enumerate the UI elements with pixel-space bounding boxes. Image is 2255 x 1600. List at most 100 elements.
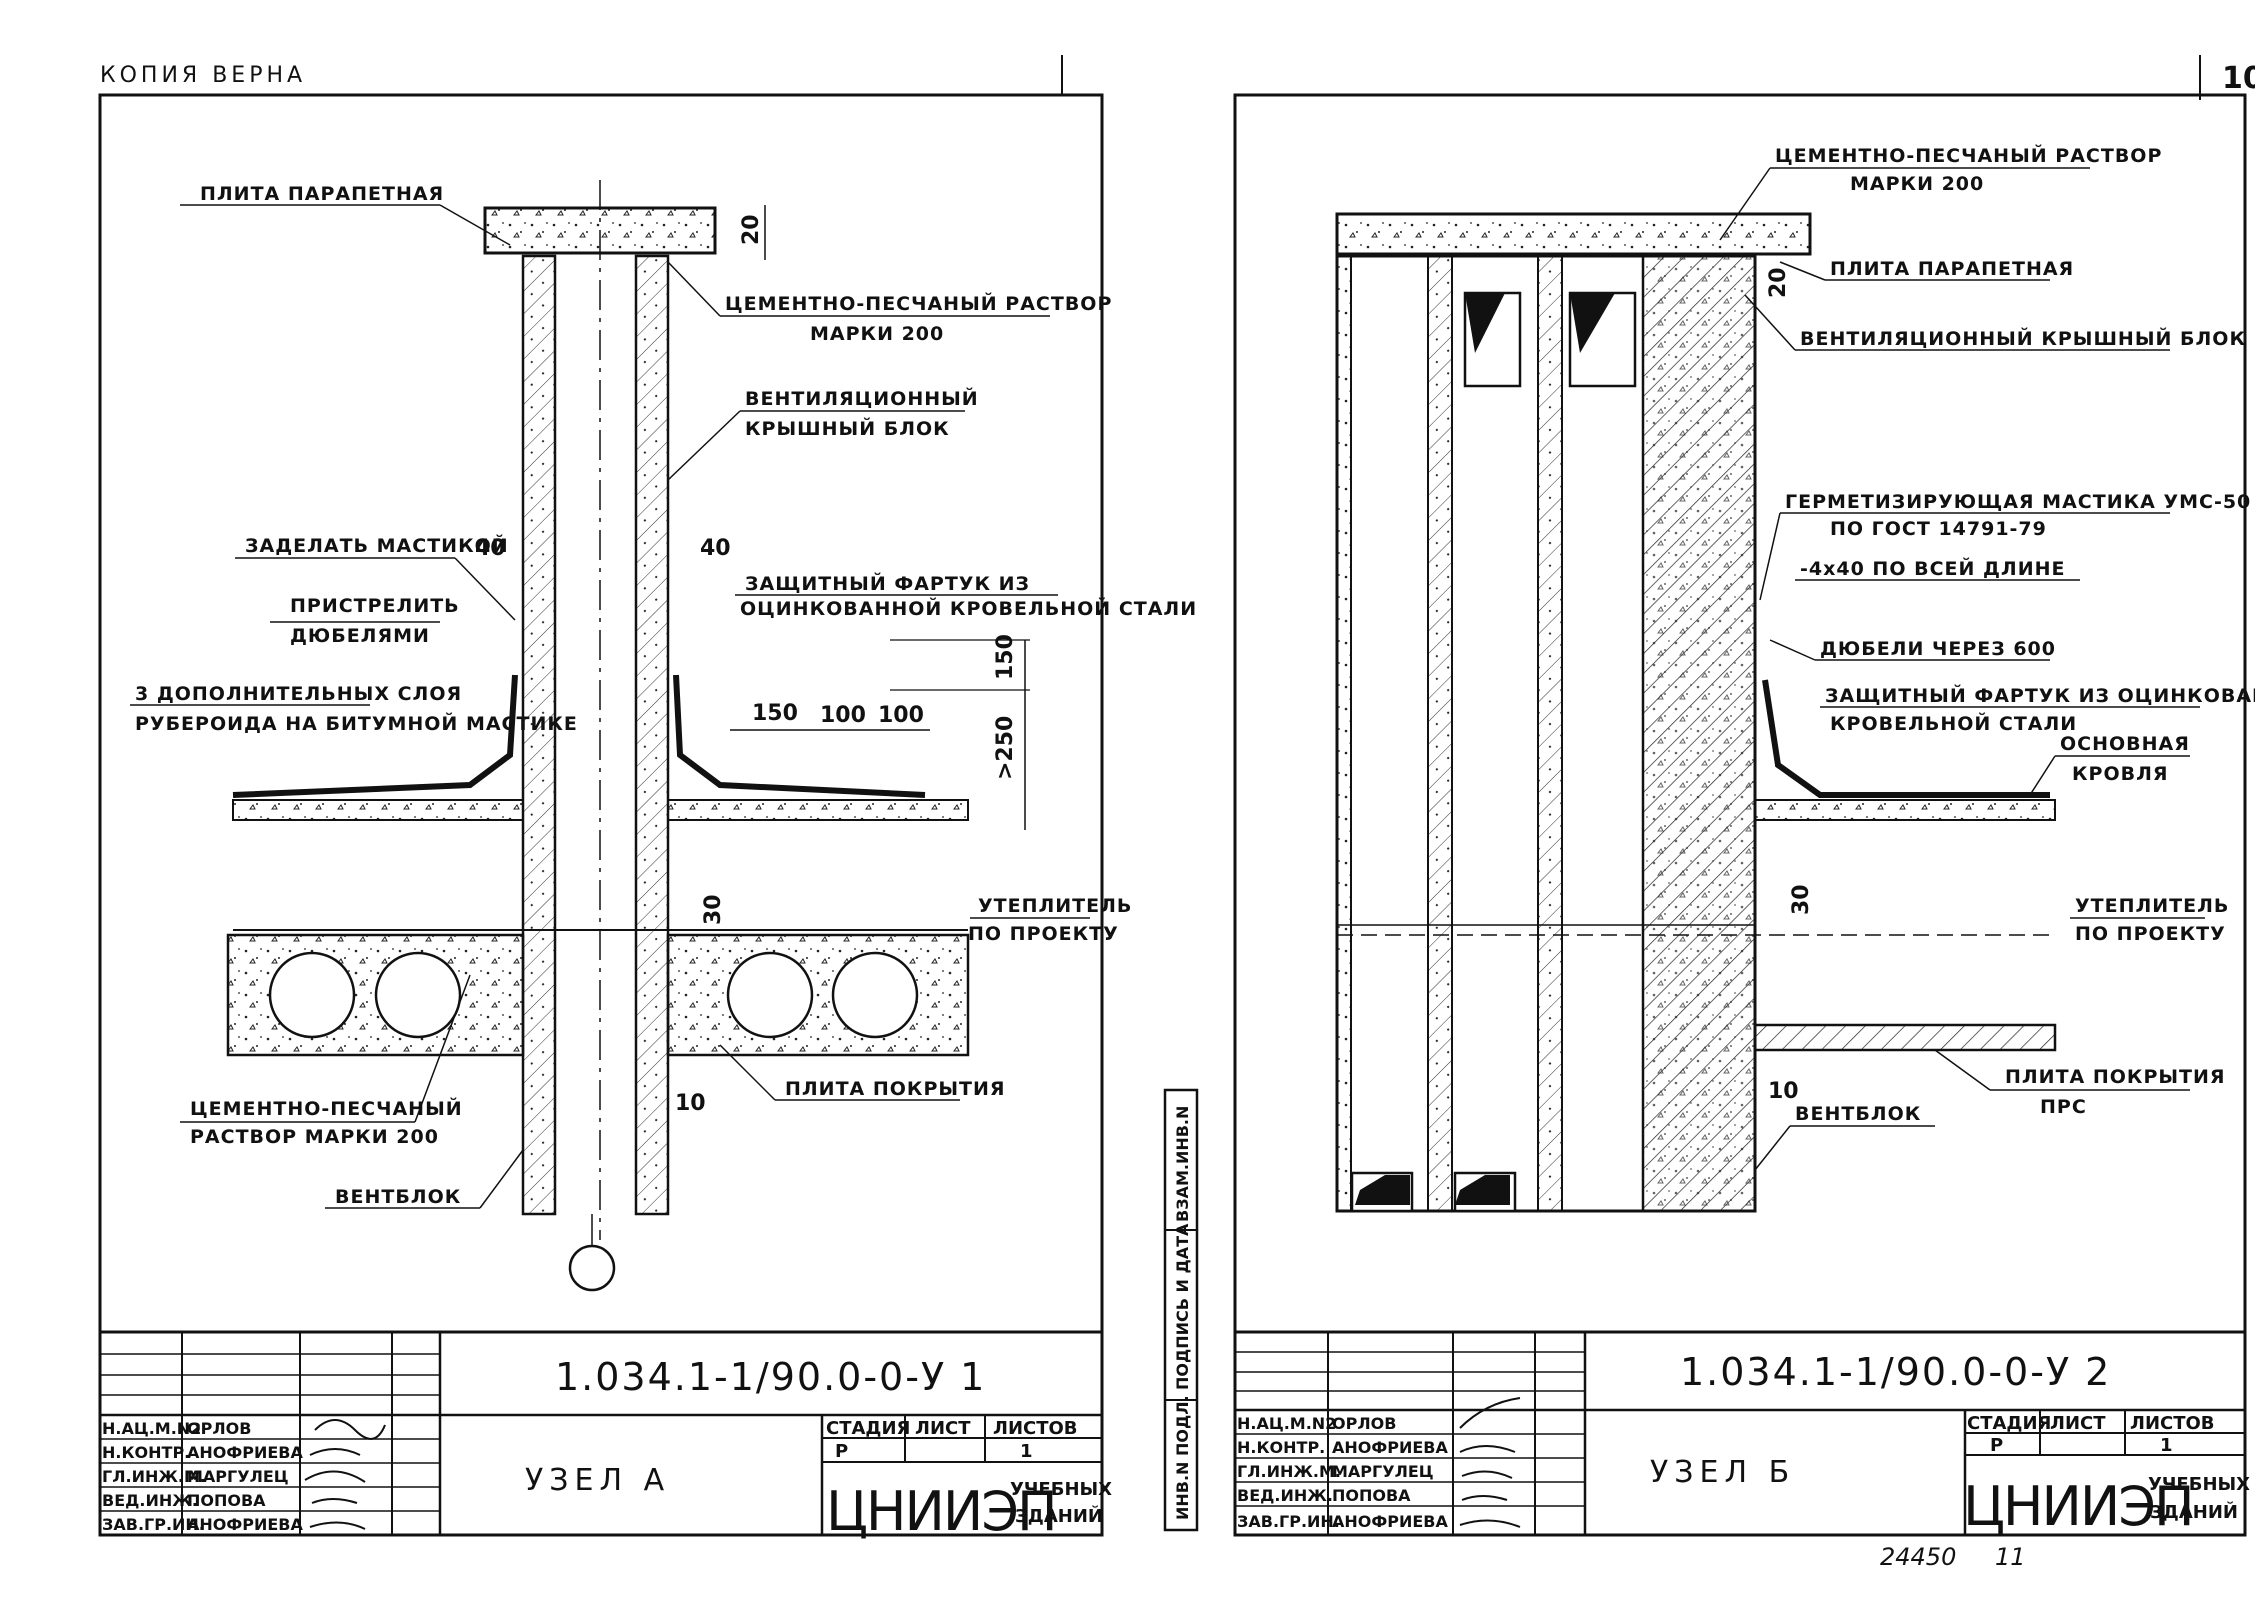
right-label-apron-2: КРОВЕЛЬНОЙ СТАЛИ bbox=[1830, 712, 2077, 735]
left-label-insulation-2: ПО ПРОЕКТУ bbox=[968, 923, 1119, 945]
left-role-0: Н.АЦ.М.N2 bbox=[102, 1419, 201, 1438]
left-vent-wall-left bbox=[521, 254, 557, 1216]
left-label-ventblock: ВЕНТБЛОК bbox=[335, 1186, 461, 1208]
left-label-mortar-2a: ЦЕМЕНТНО-ПЕСЧАНЫЙ bbox=[190, 1097, 463, 1120]
right-org-sub-1: УЧЕБНЫХ bbox=[2148, 1474, 2250, 1495]
left-vent-wall-right bbox=[634, 254, 670, 1216]
page-number: 10 bbox=[2222, 61, 2255, 96]
right-label-mortar-b: МАРКИ 200 bbox=[1850, 173, 1984, 195]
right-dim-30: 30 bbox=[1789, 884, 1814, 915]
left-label-insulation-1: УТЕПЛИТЕЛЬ bbox=[978, 895, 1132, 917]
right-title-block: 1.034.1-1/90.0-0-У 2 УЗЕЛ Б СТАДИЯ ЛИСТ … bbox=[1233, 1330, 2250, 1538]
right-screed bbox=[1754, 799, 2056, 821]
right-label-mastic-2: ПО ГОСТ 14791-79 bbox=[1830, 518, 2047, 540]
right-label-roof-slab-2: ПРС bbox=[2040, 1096, 2087, 1118]
right-role-3: ВЕД.ИНЖ. bbox=[1237, 1486, 1333, 1505]
left-stage-value: Р bbox=[835, 1441, 848, 1462]
left-dim-150v: 150 bbox=[993, 634, 1018, 680]
right-org-sub-2: ЗДАНИЙ bbox=[2150, 1501, 2238, 1523]
stamp-inv: ИНВ.N ПОДЛ. bbox=[1173, 1395, 1192, 1520]
left-label-vent-2: КРЫШНЫЙ БЛОК bbox=[745, 417, 950, 440]
right-role-4: ЗАВ.ГР.ИН. bbox=[1237, 1512, 1340, 1531]
right-label-parapet: ПЛИТА ПАРАПЕТНАЯ bbox=[1830, 258, 2074, 280]
left-sheets-header: ЛИСТОВ bbox=[993, 1418, 1078, 1439]
right-name-1: АНОФРИЕВА bbox=[1332, 1438, 1448, 1457]
left-name-3: ПОПОВА bbox=[187, 1491, 266, 1510]
right-sheets-header: ЛИСТОВ bbox=[2130, 1413, 2215, 1434]
left-dim-40a: 40 bbox=[475, 536, 506, 561]
left-label-shoot-2: ДЮБЕЛЯМИ bbox=[290, 625, 430, 647]
left-org-sub-2: ЗДАНИЙ bbox=[1015, 1505, 1103, 1527]
left-roof-slab-r bbox=[666, 933, 970, 1057]
right-org-logo: ЦНИИЭП bbox=[1963, 1475, 2193, 1538]
right-flashing bbox=[1762, 679, 2050, 798]
left-role-1: Н.КОНТР. bbox=[102, 1443, 190, 1462]
left-role-2: ГЛ.ИНЖ.М. bbox=[102, 1467, 206, 1486]
left-sheet: ПЛИТА ПАРАПЕТНАЯ ЦЕМЕНТНО-ПЕСЧАНЫЙ РАСТВ… bbox=[98, 93, 1197, 1543]
left-name-4: АНОФРИЕВА bbox=[187, 1515, 303, 1534]
right-label-insulation-2: ПО ПРОЕКТУ bbox=[2075, 923, 2226, 945]
right-label-ventblock: ВЕНТБЛОК bbox=[1795, 1103, 1921, 1125]
left-label-layers-1: 3 ДОПОЛНИТЕЛЬНЫХ СЛОЯ bbox=[135, 683, 462, 705]
left-label-layers-2: РУБЕРОИДА НА БИТУМНОЙ МАСТИКЕ bbox=[135, 712, 578, 735]
left-flashing-right bbox=[673, 674, 926, 798]
stamp-sign: ПОДПИСЬ И ДАТА bbox=[1173, 1223, 1192, 1390]
right-dim-20: 20 bbox=[1766, 267, 1791, 298]
copy-note: КОПИЯ ВЕРНА bbox=[100, 63, 306, 88]
left-flashing-left bbox=[232, 674, 518, 798]
left-dim-250: >250 bbox=[993, 716, 1018, 780]
left-sheet-header: ЛИСТ bbox=[915, 1418, 971, 1439]
left-label-mortar-b: МАРКИ 200 bbox=[810, 323, 944, 345]
left-screed-r bbox=[667, 799, 969, 821]
left-signatures bbox=[304, 1419, 386, 1530]
left-dim-150h: 150 bbox=[752, 701, 798, 726]
footer-sheet-no: 11 bbox=[1995, 1543, 2026, 1571]
right-sheet: ИНВ.N ПОДЛ. ПОДПИСЬ И ДАТА ВЗАМ.ИНВ.N ЦЕ… bbox=[1163, 93, 2255, 1538]
right-label-vent-block: ВЕНТИЛЯЦИОННЫЙ КРЫШНЫЙ БЛОК bbox=[1800, 327, 2246, 350]
left-dim-40b: 40 bbox=[700, 536, 731, 561]
left-label-mortar-2b: РАСТВОР МАРКИ 200 bbox=[190, 1126, 439, 1148]
right-side-stamp bbox=[1163, 1088, 1199, 1532]
left-axis-marker bbox=[568, 1244, 616, 1292]
left-label-apron-1: ЗАЩИТНЫЙ ФАРТУК ИЗ bbox=[745, 572, 1030, 595]
left-role-4: ЗАВ.ГР.ИН. bbox=[102, 1515, 205, 1534]
right-role-1: Н.КОНТР. bbox=[1237, 1438, 1325, 1457]
left-role-3: ВЕД.ИНЖ. bbox=[102, 1491, 198, 1510]
right-label-mastic-1: ГЕРМЕТИЗИРУЮЩАЯ МАСТИКА УМС-50 bbox=[1785, 491, 2251, 513]
left-sheets-value: 1 bbox=[1020, 1441, 1033, 1462]
right-name-3: ПОПОВА bbox=[1332, 1486, 1411, 1505]
left-dim-20: 20 bbox=[739, 214, 764, 245]
left-dim-10: 10 bbox=[675, 1091, 706, 1116]
right-sheet-header: ЛИСТ bbox=[2050, 1413, 2106, 1434]
left-label-mortar: ЦЕМЕНТНО-ПЕСЧАНЫЙ РАСТВОР bbox=[725, 292, 1112, 315]
right-node-name: УЗЕЛ Б bbox=[1650, 1455, 1795, 1490]
right-label-roof-slab-1: ПЛИТА ПОКРЫТИЯ bbox=[2005, 1066, 2226, 1088]
right-roof-slab bbox=[1753, 1023, 2057, 1052]
left-dim-30: 30 bbox=[701, 894, 726, 925]
right-label-mortar: ЦЕМЕНТНО-ПЕСЧАНЫЙ РАСТВОР bbox=[1775, 144, 2162, 167]
right-name-0: ОРЛОВ bbox=[1332, 1414, 1396, 1433]
right-wall-2 bbox=[1427, 255, 1453, 1212]
right-dim-10: 10 bbox=[1768, 1079, 1799, 1104]
right-name-4: АНОФРИЕВА bbox=[1332, 1512, 1448, 1531]
right-label-insulation-1: УТЕПЛИТЕЛЬ bbox=[2075, 895, 2229, 917]
left-label-vent-1: ВЕНТИЛЯЦИОННЫЙ bbox=[745, 387, 979, 410]
left-org-sub-1: УЧЕБНЫХ bbox=[1010, 1479, 1112, 1500]
right-label-apron-1: ЗАЩИТНЫЙ ФАРТУК ИЗ ОЦИНКОВАННОЙ bbox=[1825, 684, 2255, 707]
left-org-logo: ЦНИИЭП bbox=[826, 1480, 1056, 1543]
left-dim-100a: 100 bbox=[820, 703, 866, 728]
right-label-dowels: ДЮБЕЛИ ЧЕРЕЗ 600 bbox=[1820, 638, 2056, 660]
left-dim-100b: 100 bbox=[878, 703, 924, 728]
left-node-name: УЗЕЛ А bbox=[525, 1463, 670, 1498]
right-role-2: ГЛ.ИНЖ.М. bbox=[1237, 1462, 1341, 1481]
left-label-apron-2: ОЦИНКОВАННОЙ КРОВЕЛЬНОЙ СТАЛИ bbox=[740, 597, 1197, 620]
left-name-2: МАРГУЛЕЦ bbox=[187, 1467, 289, 1486]
left-title-block: 1.034.1-1/90.0-0-У 1 УЗЕЛ А СТАДИЯ ЛИСТ … bbox=[98, 1330, 1112, 1543]
left-label-shoot-1: ПРИСТРЕЛИТЬ bbox=[290, 595, 460, 617]
footer-inventory: 24450 bbox=[1880, 1543, 1956, 1571]
right-label-roof-2: КРОВЛЯ bbox=[2072, 763, 2169, 785]
left-label-roof-slab: ПЛИТА ПОКРЫТИЯ bbox=[785, 1078, 1006, 1100]
right-label-strip: -4х40 ПО ВСЕЙ ДЛИНЕ bbox=[1800, 557, 2066, 580]
right-wall-1 bbox=[1336, 255, 1352, 1212]
